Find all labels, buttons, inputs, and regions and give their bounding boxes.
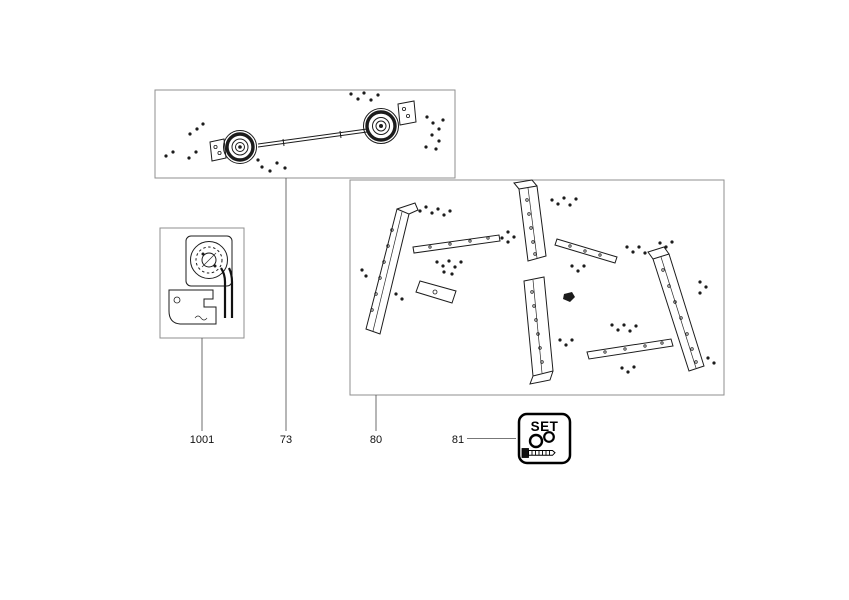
leg-frame-panel-border [349, 179, 725, 396]
small-clamp-part [563, 292, 575, 302]
motor-fan-housing [185, 235, 233, 287]
part-label-73: 73 [280, 434, 292, 446]
wheel-axle-assembly-panel [154, 89, 456, 179]
leg-right [647, 246, 705, 372]
callout-labels: 1001 73 80 81 [190, 434, 464, 446]
cross-brace-upper-right [554, 238, 618, 264]
wheel-axle-panel-border [154, 89, 456, 179]
motor-wires [194, 267, 234, 321]
cross-brace-lower [586, 338, 674, 360]
cross-brace-upper-left [412, 234, 501, 254]
leg-left [365, 202, 419, 335]
set-kit-box: SET [517, 412, 572, 465]
side-plate [415, 280, 457, 304]
motor-assembly-panel [159, 227, 245, 339]
bolt-icon [521, 448, 556, 458]
set-kit-border [517, 412, 572, 465]
part-label-1001: 1001 [190, 434, 214, 446]
left-axle-bracket [209, 138, 227, 162]
part-label-81: 81 [452, 434, 464, 446]
leg-center-bottom [523, 276, 554, 385]
washer-ring-icon [528, 431, 555, 449]
right-wheel [363, 108, 399, 144]
leg-center-top [513, 179, 547, 262]
wheel-assembly-screws [164, 91, 445, 173]
leg-frame-panel [349, 179, 725, 396]
part-label-80: 80 [370, 434, 382, 446]
left-wheel [223, 130, 257, 164]
leg-frame-screws [360, 196, 716, 374]
set-kit-label: SET [531, 419, 559, 434]
right-axle-bracket [397, 100, 417, 126]
motor-mount-bracket [168, 289, 217, 325]
axle-rod [257, 128, 368, 148]
callout-lines [201, 178, 516, 439]
